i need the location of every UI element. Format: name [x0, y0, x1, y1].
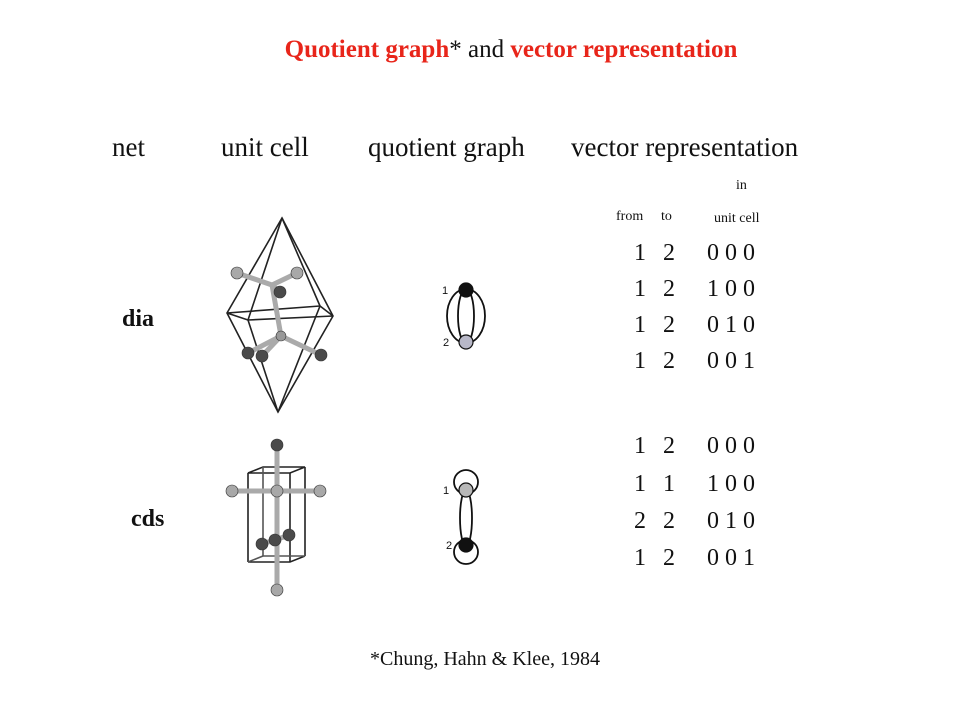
title-connector: * and: [449, 36, 511, 63]
vector-to: 2: [663, 508, 675, 534]
title-quotient-graph: Quotient graph: [284, 36, 450, 63]
vector-translation: 0 0 1: [707, 545, 755, 571]
subheader-from: from: [616, 209, 644, 224]
dia-node-1-label: 1: [442, 285, 448, 297]
vector-to: 2: [663, 348, 675, 374]
subheader-unit-cell: unit cell: [714, 211, 760, 226]
net-name-dia: dia: [122, 306, 155, 332]
vector-translation: 1 0 0: [707, 471, 755, 497]
vector-to: 2: [663, 240, 675, 266]
vector-from: 1: [634, 240, 646, 266]
vector-to: 2: [663, 312, 675, 338]
vector-to: 1: [663, 471, 675, 497]
vector-from: 1: [634, 545, 646, 571]
vector-translation: 0 0 0: [707, 240, 755, 266]
vector-from: 1: [634, 312, 646, 338]
vector-to: 2: [663, 433, 675, 459]
vector-translation: 0 1 0: [707, 508, 755, 534]
vector-to: 2: [663, 545, 675, 571]
vector-to: 2: [663, 276, 675, 302]
vector-from: 1: [634, 276, 646, 302]
vector-translation: 0 0 0: [707, 433, 755, 459]
vector-from: 1: [634, 471, 646, 497]
slide-title: Quotient graph* and vector representatio…: [0, 36, 960, 64]
cds-node-1: [458, 482, 474, 498]
vector-from: 1: [634, 433, 646, 459]
cds-node-1-label: 1: [443, 485, 449, 497]
vector-translation: 0 1 0: [707, 312, 755, 338]
title-vector-representation: vector representation: [510, 36, 738, 63]
dia-node-2: [458, 334, 474, 350]
footnote-citation: *Chung, Hahn & Klee, 1984: [370, 648, 600, 670]
dia-node-2-label: 2: [443, 337, 449, 349]
vector-translation: 1 0 0: [707, 276, 755, 302]
net-name-cds: cds: [131, 506, 165, 532]
cds-node-2-label: 2: [446, 540, 452, 552]
subheader-in: in: [736, 178, 747, 193]
header-vector-representation: vector representation: [571, 132, 799, 162]
subheader-to: to: [661, 209, 672, 224]
cds-node-2: [458, 537, 474, 553]
header-quotient-graph: quotient graph: [368, 132, 525, 162]
vector-from: 1: [634, 348, 646, 374]
vector-translation: 0 0 1: [707, 348, 755, 374]
header-net: net: [112, 132, 145, 162]
dia-node-1: [458, 282, 474, 298]
header-unit-cell: unit cell: [221, 132, 309, 162]
vector-from: 2: [634, 508, 646, 534]
